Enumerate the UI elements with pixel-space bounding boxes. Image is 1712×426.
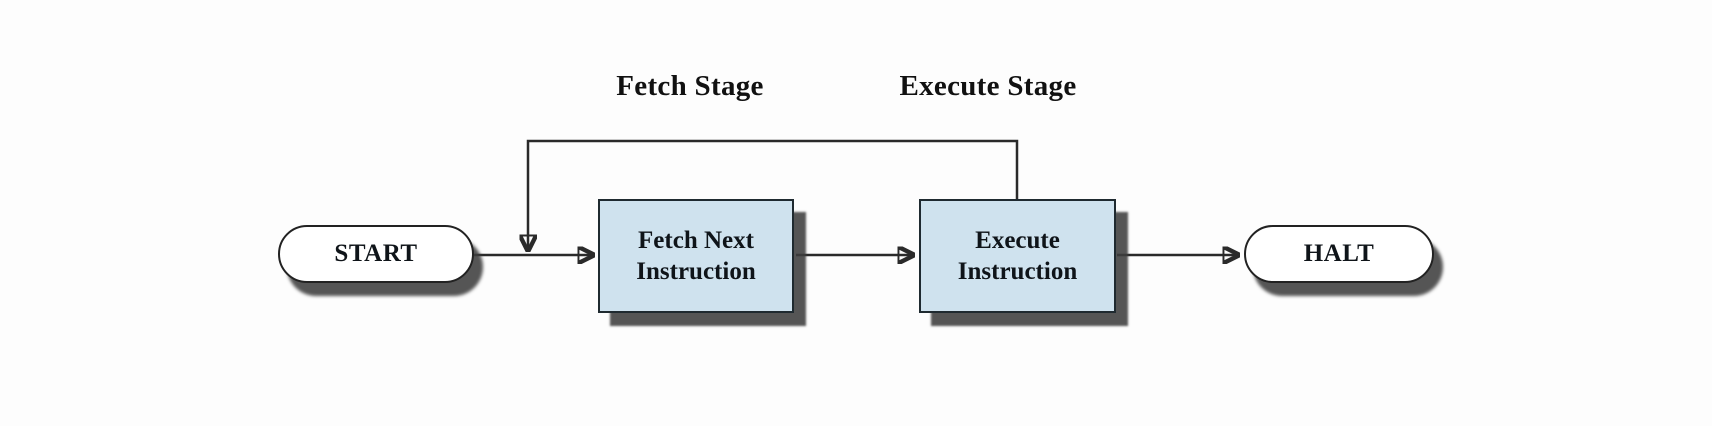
node-fetch-next-instruction: Fetch Next Instruction — [598, 199, 794, 313]
node-start-label: START — [334, 240, 418, 267]
stage-label-fetch: Fetch Stage — [616, 70, 764, 102]
node-halt: HALT — [1244, 225, 1434, 283]
node-fetch-label-line2: Instruction — [636, 258, 756, 285]
node-execute-label-line2: Instruction — [957, 258, 1078, 285]
node-start: START — [278, 225, 474, 283]
node-halt-label: HALT — [1303, 240, 1375, 267]
edge-feedback-execute-to-fetch — [528, 139, 1019, 250]
node-fetch-label-line1: Fetch Next — [638, 226, 754, 254]
node-execute-instruction: Execute Instruction — [919, 199, 1116, 313]
node-execute-label-line1: Execute — [975, 226, 1060, 254]
stage-label-execute: Execute Stage — [899, 70, 1077, 102]
